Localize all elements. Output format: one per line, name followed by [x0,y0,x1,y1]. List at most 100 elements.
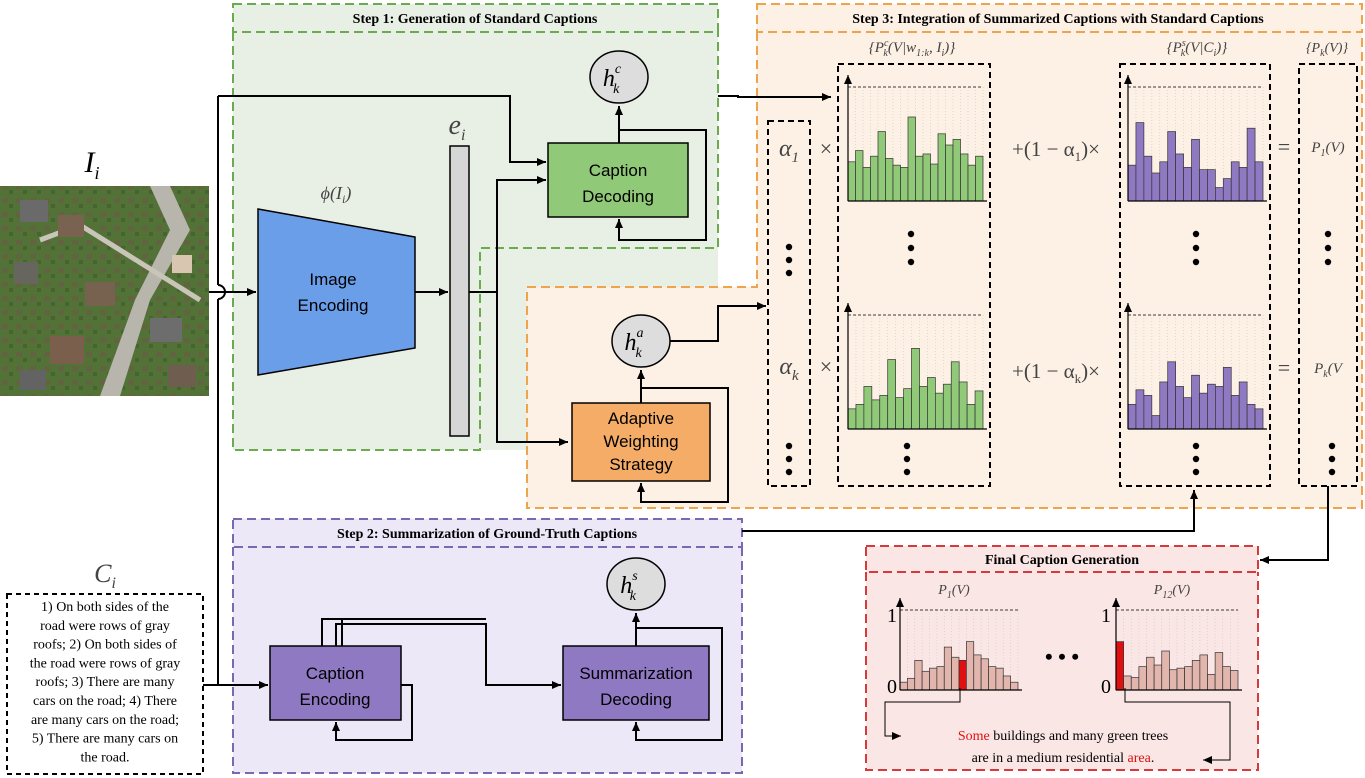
hist-bar [975,155,984,202]
hist-bar [1159,161,1169,202]
final-left-label: P1(V) [937,583,970,601]
summarization-decoder-label-1: Summarization [579,664,692,683]
hist-bar [922,153,931,202]
hist-bar [1010,681,1019,691]
gt-caption-line: roofs; 2) On both sides of [33,638,177,653]
hist-bar [1159,381,1169,430]
summarization-decoder [562,645,710,721]
hist-bar [952,139,961,202]
hist-bar [950,361,960,430]
image-symbol: Ii [83,146,99,183]
hist-bar [1246,404,1256,430]
hist-bar [879,395,889,430]
gt-caption-line: are many cars on the road; [31,713,179,728]
hist-bar [966,404,976,430]
hist-bar [1143,395,1153,430]
final-border [865,572,1259,771]
hist-bar [1230,161,1240,202]
hist-bar [1207,674,1216,691]
caption-decoder [547,142,689,218]
adaptive-weighting [571,402,711,482]
step2-title-box [232,518,743,548]
final-right-tick-1: 1 [1101,605,1111,627]
hist-bar [1183,167,1192,202]
hist-bar [936,666,945,691]
gt-caption-line: cars on the road; 4) There [33,694,177,709]
final-left-tick-0: 0 [887,676,897,698]
final-left-tick-1: 1 [887,605,897,627]
plus-row-k: +(1 − αk)× [1012,359,1100,386]
hist-bar [980,658,989,691]
gt-caption-line: roofs; 3) There are many [36,675,175,690]
hist-bar [1254,161,1264,202]
hist-bar [862,167,871,202]
times-1: × [820,136,832,161]
vertical-ellipsis [785,230,1336,476]
hist-bar [1199,169,1208,202]
result-p1: P1(V) [1310,140,1344,159]
hist-bar [914,660,923,691]
hist-bar [1176,667,1185,691]
caption-symbol: Ci [94,559,116,592]
gt-caption-line: 1) On both sides of the [41,600,169,615]
hist-bar [951,656,960,691]
hist-bar [1153,664,1163,691]
hist-bar [927,377,936,430]
aerial-image [0,186,209,396]
final-caption-line-2: are in a medium residential area. [972,751,1155,766]
hist-bar [1199,392,1208,430]
hist-bar [1230,670,1239,691]
hist-bar [900,167,909,202]
hist-bar [1146,656,1155,691]
gt-caption-line: 5) There are many cars on [32,732,178,747]
caption-encoder-label-1: Caption [306,664,365,683]
hist-bar [1169,669,1178,691]
hist-bar [942,383,952,430]
summary-hist-1 [1124,75,1267,202]
hist-bar [958,660,967,691]
hist-bar [974,390,984,430]
hist-bar [1183,397,1192,430]
final-title: Final Caption Generation [985,553,1139,568]
step1-title: Step 1: Generation of Standard Captions [353,12,598,27]
final-caption-line-1: Some buildings and many green trees [958,729,1168,744]
hist-bar [885,158,894,202]
final-ellipsis: • • • [1045,644,1079,669]
hist-bar [1123,675,1132,691]
step3-title: Step 3: Integration of Summarized Captio… [852,12,1264,27]
hist-bar [1143,155,1153,202]
hist-bar [855,150,864,202]
hist-bar [1167,361,1176,430]
hist-bar [958,381,968,430]
hist-bar [877,131,886,202]
hist-bar [935,392,944,430]
equals-row-k: = [1278,355,1290,380]
hist-bar [1191,660,1201,691]
hist-bar [863,386,873,430]
hist-bar [1151,172,1161,202]
adaptive-label-2: Weighting [603,432,678,451]
final-region [866,546,1258,770]
hist-bar [915,155,924,202]
hist-bar [1002,675,1011,691]
hist-bar [966,641,975,691]
final-right-label: P12(V) [1153,583,1191,601]
hist-bar [907,677,916,691]
hist-bar [847,161,856,202]
phi-label: ϕ(Ii) [321,183,352,206]
feature-vector [449,145,470,437]
alpha-k: αk [779,354,799,384]
hist-bar [1127,164,1137,202]
hist-bar [1246,127,1256,202]
adaptive-label-1: Adaptive [608,409,674,428]
hist-bar [871,399,881,430]
hist-bar [1254,408,1264,430]
hidden-state-c [589,50,649,104]
hist-bar [855,404,865,430]
hist-bar [943,646,952,691]
